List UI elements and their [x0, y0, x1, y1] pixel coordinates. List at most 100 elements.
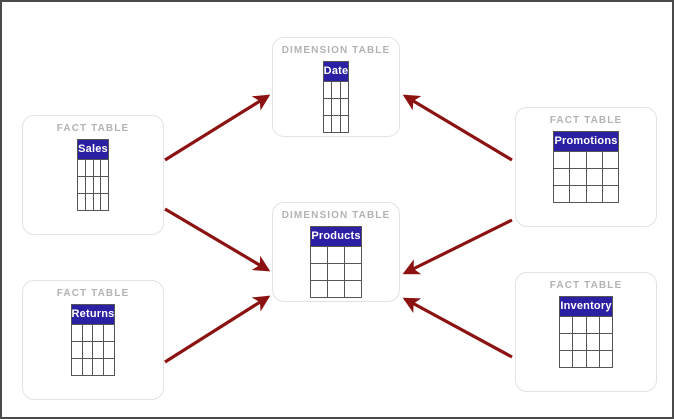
- table-card-products[interactable]: DIMENSION TABLE Products: [272, 202, 400, 302]
- table-cell: [343, 263, 362, 281]
- relationship-arrow-sales-to-date: [164, 94, 271, 162]
- table-cell: [569, 185, 587, 203]
- table-cell: [553, 151, 571, 169]
- table-cell: [598, 316, 613, 334]
- table-row: [310, 246, 362, 264]
- arrow-group: [164, 94, 513, 364]
- table-row: [310, 280, 362, 298]
- table-grid-inventory: Inventory: [559, 296, 613, 368]
- table-cell: [327, 280, 345, 298]
- table-row: [70, 341, 116, 359]
- table-cell: [92, 176, 102, 194]
- card-kind-label: FACT TABLE: [56, 123, 130, 134]
- table-cell: [601, 168, 619, 186]
- table-cell: [100, 159, 109, 177]
- table-row: [310, 263, 362, 281]
- table-cell: [585, 151, 603, 169]
- table-cell: [601, 185, 619, 203]
- table-cell: [601, 151, 619, 169]
- table-cell: [585, 316, 600, 334]
- table-cell: [327, 263, 345, 281]
- relationship-arrow-sales-to-products: [164, 207, 271, 272]
- table-grid-sales: Sales: [77, 139, 109, 211]
- table-cell: [77, 193, 86, 211]
- relationship-arrow-promotions-to-products: [402, 218, 513, 275]
- table-cell: [343, 246, 362, 264]
- table-cell: [310, 246, 329, 264]
- table-cell: [322, 81, 333, 99]
- relationship-arrow-promotions-to-date: [402, 94, 513, 162]
- card-kind-label: DIMENSION TABLE: [281, 45, 391, 56]
- table-cell: [585, 333, 600, 351]
- table-cell: [70, 324, 83, 342]
- table-cell: [100, 176, 109, 194]
- table-cell: [331, 98, 341, 116]
- table-card-promotions[interactable]: FACT TABLE Promotions: [515, 107, 657, 227]
- table-card-returns[interactable]: FACT TABLE Returns: [22, 280, 164, 400]
- table-cell: [598, 350, 613, 368]
- table-cell: [572, 350, 587, 368]
- table-row: [559, 350, 613, 368]
- table-cell: [92, 324, 105, 342]
- table-cell: [81, 324, 94, 342]
- table-header-inventory: Inventory: [559, 296, 613, 317]
- table-grid-products: Products: [310, 226, 362, 298]
- card-kind-label: DIMENSION TABLE: [281, 210, 391, 221]
- table-cell: [339, 81, 350, 99]
- table-cell: [103, 341, 116, 359]
- table-cell: [92, 358, 105, 376]
- table-card-sales[interactable]: FACT TABLE Sales: [22, 115, 164, 235]
- table-row: [322, 115, 350, 133]
- table-cell: [343, 280, 362, 298]
- table-cell: [327, 246, 345, 264]
- table-cell: [92, 193, 102, 211]
- table-cell: [84, 159, 94, 177]
- table-cell: [572, 316, 587, 334]
- table-cell: [585, 350, 600, 368]
- table-cell: [569, 168, 587, 186]
- table-cell: [310, 280, 329, 298]
- table-cell: [331, 115, 341, 133]
- table-cell: [92, 341, 105, 359]
- table-cell: [103, 324, 116, 342]
- table-cell: [77, 176, 86, 194]
- table-body: [70, 324, 116, 376]
- table-header-date: Date: [322, 61, 350, 82]
- table-row: [559, 333, 613, 351]
- relationship-arrow-returns-to-products: [164, 295, 271, 364]
- table-body: [77, 159, 109, 211]
- table-cell: [322, 115, 333, 133]
- table-header-products: Products: [310, 226, 362, 247]
- table-row: [77, 193, 109, 211]
- table-cell: [70, 341, 83, 359]
- table-cell: [70, 358, 83, 376]
- table-cell: [559, 350, 574, 368]
- table-row: [70, 358, 116, 376]
- table-body: [322, 81, 350, 133]
- table-card-inventory[interactable]: FACT TABLE Inventory: [515, 272, 657, 392]
- card-kind-label: FACT TABLE: [56, 288, 130, 299]
- table-grid-returns: Returns: [70, 304, 116, 376]
- table-cell: [572, 333, 587, 351]
- table-cell: [310, 263, 329, 281]
- table-cell: [585, 168, 603, 186]
- table-body: [559, 316, 613, 368]
- table-row: [553, 168, 619, 186]
- table-cell: [103, 358, 116, 376]
- table-row: [322, 98, 350, 116]
- table-body: [310, 246, 362, 298]
- table-row: [559, 316, 613, 334]
- table-card-date[interactable]: DIMENSION TABLE Date: [272, 37, 400, 137]
- table-cell: [84, 193, 94, 211]
- table-cell: [81, 358, 94, 376]
- table-header-returns: Returns: [70, 304, 116, 325]
- table-grid-promotions: Promotions: [553, 131, 619, 203]
- table-cell: [322, 98, 333, 116]
- table-grid-date: Date: [322, 61, 350, 133]
- table-cell: [100, 193, 109, 211]
- table-cell: [339, 115, 350, 133]
- table-row: [77, 159, 109, 177]
- table-cell: [331, 81, 341, 99]
